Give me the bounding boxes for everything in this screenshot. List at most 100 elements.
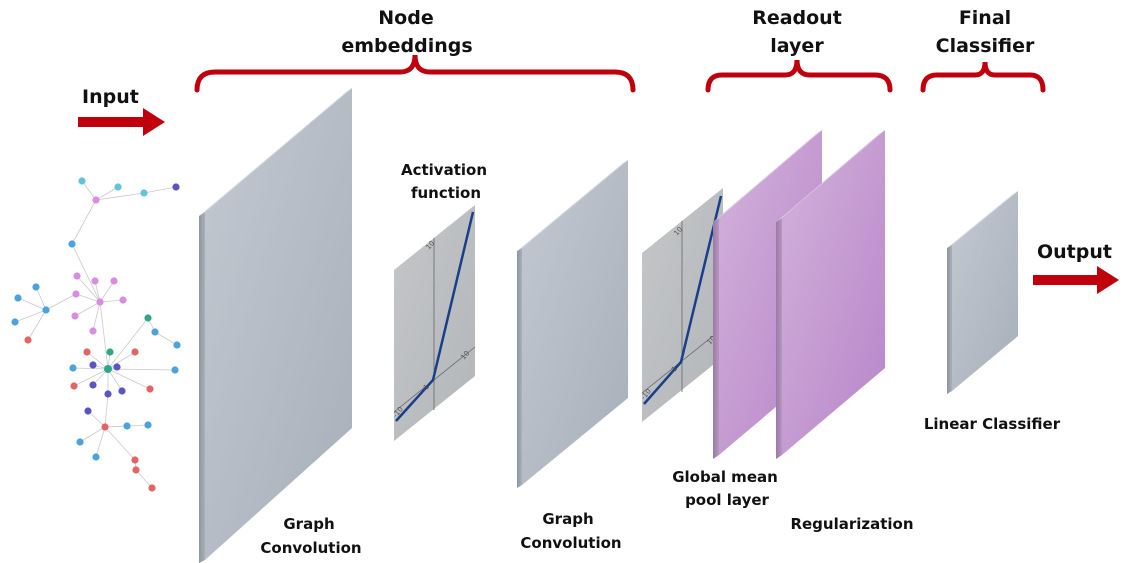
input-graph: [11, 177, 181, 492]
graph-edge: [107, 368, 151, 390]
graph-node: [92, 453, 100, 461]
readout-title-line2: layer: [770, 35, 824, 57]
graph-edge: [87, 410, 106, 428]
graph-edge: [104, 393, 109, 428]
relu-2-tick-zero: -1: [668, 365, 679, 375]
regularization-label: Regularization: [790, 515, 913, 533]
graph-node: [89, 381, 97, 389]
graph-node: [42, 306, 50, 314]
node-embeddings-bracket: [194, 54, 636, 93]
graph-node: [151, 328, 159, 336]
global-mean-pool-label-line2: pool layer: [685, 491, 769, 509]
relu-curve-2: [643, 195, 723, 405]
graph-hub-node: [104, 365, 112, 373]
graph-edge: [14, 309, 47, 323]
relu-1-tick-zero: -1: [420, 383, 431, 393]
graph-node: [24, 336, 32, 344]
graph-node: [171, 366, 179, 374]
graph-conv-1-label-line1: Graph: [283, 515, 334, 533]
input-label: Input: [82, 86, 139, 108]
graph-edge: [143, 186, 177, 194]
graph-node: [140, 189, 148, 197]
graph-edge: [75, 293, 101, 303]
graph-node: [113, 363, 121, 371]
graph-edge: [81, 180, 97, 201]
graph-edge: [45, 293, 77, 311]
graph-conv-1-panel: [199, 88, 352, 563]
graph-node: [76, 438, 84, 446]
graph-node: [89, 361, 97, 369]
final-classifier-title-line2: Classifier: [936, 35, 1035, 57]
graph-node: [91, 277, 99, 285]
node-embeddings-title-line2: embeddings: [341, 35, 472, 57]
relu-2-tick-y: 10: [672, 225, 684, 237]
global-mean-pool-label-line1: Global mean: [672, 468, 778, 486]
graph-edge: [95, 192, 145, 201]
graph-edge: [71, 199, 97, 245]
relu-plot-1: 10 10 -10 -1: [391, 205, 476, 441]
graph-node: [173, 341, 181, 349]
graph-node: [101, 423, 109, 431]
final-classifier-title-line1: Final: [959, 7, 1011, 29]
graph-edge: [99, 299, 124, 303]
linear-classifier-panel: [947, 191, 1018, 394]
activation-label-line1: Activation: [401, 161, 487, 179]
graph-node: [96, 298, 104, 306]
graph-node: [144, 421, 152, 429]
readout-bracket: [705, 59, 893, 93]
graph-node: [72, 290, 80, 298]
graph-edge: [95, 186, 119, 201]
graph-edge: [95, 426, 106, 458]
relu-1-tick-x: 10: [459, 349, 471, 361]
graph-edge: [72, 367, 109, 370]
graph-node: [73, 272, 81, 280]
graph-node: [14, 294, 22, 302]
graph-conv-1-label-line2: Convolution: [260, 539, 361, 557]
graph-node: [148, 484, 156, 492]
graph-edge: [107, 317, 149, 370]
output-label: Output: [1037, 241, 1112, 263]
graph-node: [146, 385, 154, 393]
graph-edge: [79, 426, 106, 443]
graph-node: [131, 348, 139, 356]
graph-edge: [107, 368, 123, 392]
graph-edge: [107, 351, 136, 370]
relu-curve-1: [395, 211, 475, 422]
input-arrow: [78, 108, 165, 136]
graph-node: [118, 387, 126, 395]
graph-node: [110, 277, 118, 285]
graph-node: [69, 364, 77, 372]
graph-edge: [35, 286, 47, 311]
relu-2-tick-x: 10: [705, 334, 717, 346]
activation-label-line2: function: [411, 184, 481, 202]
graph-edge: [99, 301, 109, 370]
readout-title-line1: Readout: [752, 7, 842, 29]
regularization-panel: [776, 130, 885, 459]
graph-node: [89, 327, 97, 335]
graph-edge: [104, 426, 136, 461]
graph-conv-2-label-line1: Graph: [542, 510, 593, 528]
graph-edge: [71, 243, 101, 303]
node-embeddings-title-line1: Node: [378, 7, 433, 29]
graph-node: [131, 456, 139, 464]
graph-edge: [135, 469, 153, 489]
output-arrow: [1033, 266, 1119, 294]
graph-node: [104, 390, 112, 398]
graph-node: [132, 466, 140, 474]
final-classifier-bracket: [920, 61, 1046, 93]
graph-edge: [86, 351, 109, 370]
graph-node: [172, 183, 180, 191]
graph-node: [32, 283, 40, 291]
graph-edge: [27, 309, 47, 341]
graph-node: [119, 296, 127, 304]
graph-conv-2-label-line2: Convolution: [520, 534, 621, 552]
graph-node: [78, 177, 86, 185]
graph-edge: [74, 301, 101, 317]
graph-node: [71, 312, 79, 320]
graph-edge: [17, 297, 47, 311]
graph-node: [11, 318, 19, 326]
relu-plot-2: 10 10 -10 -1: [639, 188, 724, 422]
graph-node: [144, 314, 152, 322]
graph-edge: [92, 301, 101, 332]
